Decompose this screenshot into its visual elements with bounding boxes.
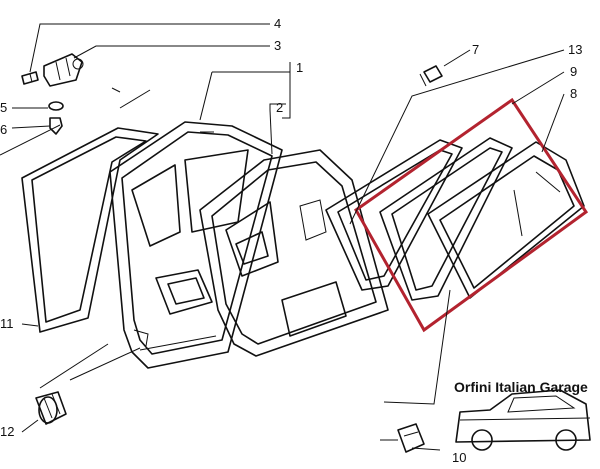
glass-highlight-box (354, 97, 589, 333)
part-tailgate-outer-2 (199, 149, 389, 357)
watermark-text: Orfini Italian Garage (454, 379, 588, 395)
part-rear-glass-8 (427, 141, 585, 299)
callout-10: 10 (452, 450, 466, 464)
callout-8: 8 (570, 86, 577, 101)
part-screw-4 (21, 71, 39, 85)
part-tailgate-inner-1 (109, 121, 283, 369)
leader-lines (11, 23, 565, 451)
part-glass-frame-9 (379, 137, 513, 301)
car-silhouette (455, 389, 591, 451)
part-glass-seal-13 (325, 139, 463, 291)
callout-5: 5 (0, 100, 7, 115)
callout-3: 3 (274, 38, 281, 53)
part-plug-10 (397, 423, 425, 453)
part-washer-5 (48, 101, 64, 111)
part-clip-6 (49, 117, 63, 135)
callout-12: 12 (0, 424, 14, 439)
part-bumper-7 (419, 65, 443, 87)
part-hinge-bracket-3 (43, 53, 84, 87)
callout-4: 4 (274, 16, 281, 31)
callout-2: 2 (276, 100, 283, 115)
callout-13: 13 (568, 42, 582, 57)
callout-7: 7 (472, 42, 479, 57)
callout-1: 1 (296, 60, 303, 75)
part-seal-11 (0, 124, 159, 333)
callout-labels: 4 3 1 2 5 6 7 13 9 8 11 12 10 (0, 16, 582, 465)
part-buffer-12 (35, 391, 67, 425)
callout-9: 9 (570, 64, 577, 79)
callout-6: 6 (0, 122, 7, 137)
callout-11: 11 (0, 316, 14, 331)
